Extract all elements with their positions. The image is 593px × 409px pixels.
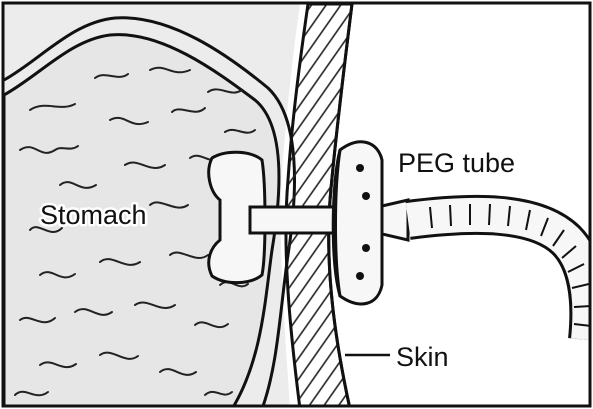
skin-label: Skin <box>396 342 449 372</box>
stomach-label: Stomach <box>40 200 147 230</box>
peg-tube-label: PEG tube <box>398 148 515 178</box>
tube-connector <box>382 200 408 240</box>
